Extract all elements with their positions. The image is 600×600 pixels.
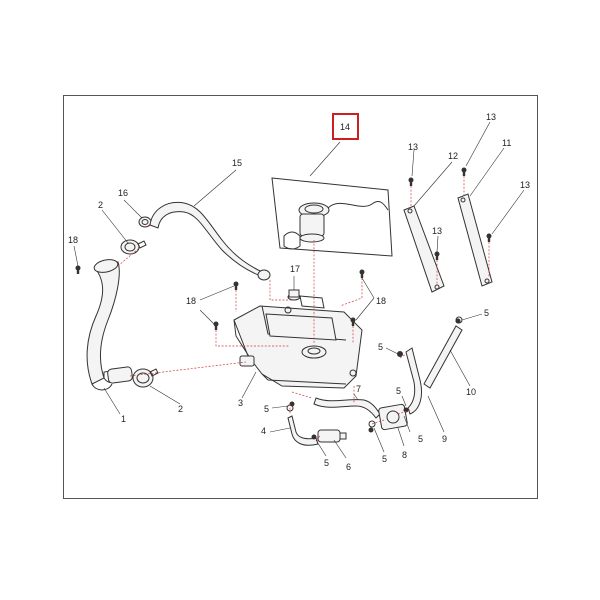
part-1-hose[interactable] — [86, 258, 133, 391]
diagram-frame — [63, 95, 538, 499]
part-2-clamp-lower[interactable] — [132, 368, 159, 388]
part-16-clamp[interactable] — [138, 216, 152, 228]
callout-3[interactable]: 3 — [238, 398, 243, 408]
callout-2-lower[interactable]: 2 — [178, 404, 183, 414]
callout-13-b[interactable]: 13 — [432, 226, 442, 236]
callout-17[interactable]: 17 — [290, 264, 300, 274]
callout-5-b[interactable]: 5 — [396, 386, 401, 396]
part-11-bracket[interactable] — [457, 193, 493, 287]
callout-5-c[interactable]: 5 — [264, 404, 269, 414]
callout-13-c[interactable]: 13 — [486, 112, 496, 122]
part-14-fuel-pump-assembly[interactable] — [271, 177, 393, 257]
part-3-fuel-tank[interactable] — [233, 295, 363, 389]
callout-9[interactable]: 9 — [442, 434, 447, 444]
callout-1[interactable]: 1 — [121, 414, 126, 424]
callout-5-a[interactable]: 5 — [378, 342, 383, 352]
callout-labels: 14 15 16 2 18 1 2 3 18 17 18 5 7 5 5 4 5… — [68, 112, 530, 472]
part-9-hose[interactable] — [405, 347, 423, 415]
part-8-fuel-filter[interactable] — [368, 403, 408, 431]
callout-15[interactable]: 15 — [232, 158, 242, 168]
callout-16[interactable]: 16 — [118, 188, 128, 198]
callout-8[interactable]: 8 — [402, 450, 407, 460]
part-5-clamps[interactable] — [289, 318, 461, 440]
callout-18-right[interactable]: 18 — [376, 296, 386, 306]
part-10-hose[interactable] — [423, 316, 463, 389]
part-6-filter[interactable] — [317, 429, 347, 443]
callout-11[interactable]: 11 — [502, 138, 511, 148]
part-7-hose[interactable] — [313, 397, 381, 419]
assembly-lines — [117, 176, 490, 441]
part-2-clamp-upper[interactable] — [120, 239, 147, 255]
callout-4[interactable]: 4 — [261, 426, 266, 436]
callout-2-upper[interactable]: 2 — [98, 200, 103, 210]
callout-14[interactable]: 14 — [340, 122, 350, 132]
callout-13-d[interactable]: 13 — [520, 180, 530, 190]
part-18-bolts[interactable] — [75, 265, 365, 331]
callout-10[interactable]: 10 — [466, 387, 476, 397]
leader-lines — [73, 121, 525, 459]
callout-5-f[interactable]: 5 — [418, 434, 423, 444]
callout-13-a[interactable]: 13 — [408, 142, 418, 152]
callout-5-d[interactable]: 5 — [324, 458, 329, 468]
callout-5-g[interactable]: 5 — [484, 308, 489, 318]
part-15-filler-hose[interactable] — [149, 201, 271, 281]
callout-7[interactable]: 7 — [356, 384, 361, 394]
part-12-bracket[interactable] — [403, 205, 445, 293]
callout-18-left[interactable]: 18 — [68, 235, 78, 245]
callout-6[interactable]: 6 — [346, 462, 351, 472]
part-13-bolts[interactable] — [408, 167, 492, 261]
part-17-fitting[interactable] — [287, 289, 301, 301]
callout-18-middle[interactable]: 18 — [186, 296, 196, 306]
callout-5-e[interactable]: 5 — [382, 454, 387, 464]
highlight-box-part-14 — [332, 113, 359, 140]
callout-12[interactable]: 12 — [448, 151, 458, 161]
